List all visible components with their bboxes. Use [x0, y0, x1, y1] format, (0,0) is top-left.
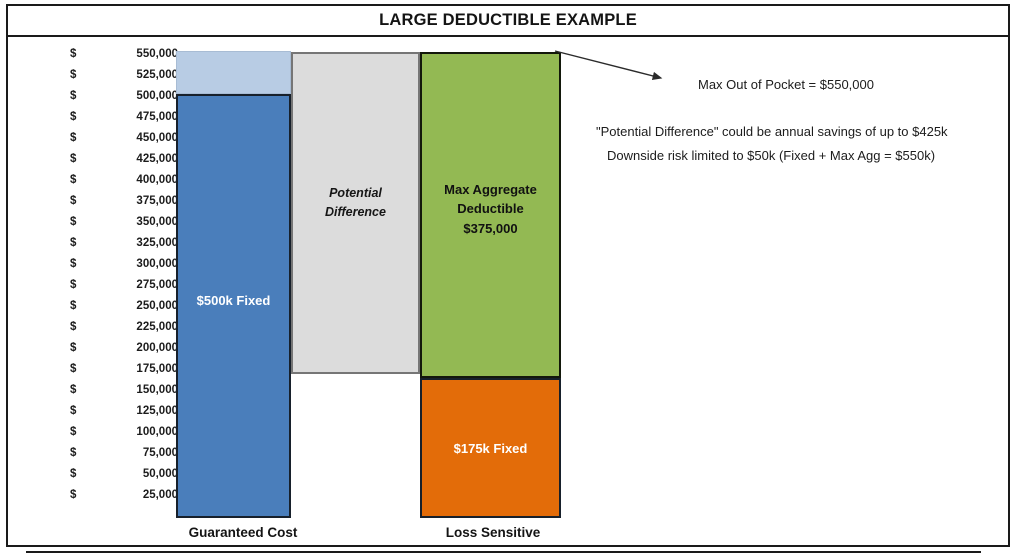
y-tick: $75,000 [62, 443, 178, 464]
y-tick-label: 100,000 [136, 426, 178, 438]
y-tick: $425,000 [62, 149, 178, 170]
y-tick: $50,000 [62, 464, 178, 485]
bar-segment-potential-difference: Potential Difference [291, 52, 420, 374]
bar-label-ls-fixed: $175k Fixed [453, 440, 528, 456]
currency-symbol: $ [70, 363, 77, 375]
plot-area: $550,000 $525,000 $500,000 $475,000 $450… [8, 39, 1008, 553]
y-tick-label: 350,000 [136, 216, 178, 228]
category-label-loss-sensitive: Loss Sensitive [445, 525, 541, 540]
max-aggregate-line1: Max Aggregate [444, 181, 537, 197]
y-tick-label: 50,000 [142, 468, 178, 480]
currency-symbol: $ [70, 468, 77, 480]
currency-symbol: $ [70, 237, 77, 249]
y-tick-label: 400,000 [136, 174, 178, 186]
y-tick: $150,000 [62, 380, 178, 401]
y-tick-label: 325,000 [136, 237, 178, 249]
y-tick-label: 175,000 [136, 363, 178, 375]
bar-segment-gc-headroom [176, 51, 291, 94]
page-title: LARGE DEDUCTIBLE EXAMPLE [379, 11, 637, 29]
bar-label-potential-difference: Potential Difference [325, 184, 386, 223]
y-tick-label: 375,000 [136, 195, 178, 207]
currency-symbol: $ [70, 216, 77, 228]
currency-symbol: $ [70, 426, 77, 438]
bar-label-max-aggregate: Max Aggregate Deductible $375,000 [444, 180, 537, 239]
y-tick-label: 425,000 [136, 153, 178, 165]
y-tick: $125,000 [62, 401, 178, 422]
y-tick-label: 125,000 [136, 405, 178, 417]
y-tick: $475,000 [62, 107, 178, 128]
max-aggregate-line2: Deductible [457, 201, 524, 217]
bar-segment-ls-fixed: $175k Fixed [420, 378, 561, 518]
y-tick-label: 525,000 [136, 69, 178, 81]
currency-symbol: $ [70, 153, 77, 165]
annotation-potential-savings: "Potential Difference" could be annual s… [596, 124, 948, 139]
callout-arrow-icon [554, 50, 663, 80]
y-tick: $100,000 [62, 422, 178, 443]
y-tick: $400,000 [62, 170, 178, 191]
y-tick-label: 475,000 [136, 111, 178, 123]
y-tick: $525,000 [62, 65, 178, 86]
y-axis-ticks: $550,000 $525,000 $500,000 $475,000 $450… [62, 44, 178, 506]
currency-symbol: $ [70, 195, 77, 207]
y-tick: $175,000 [62, 359, 178, 380]
y-tick: $300,000 [62, 254, 178, 275]
y-tick: $375,000 [62, 191, 178, 212]
y-tick-label: 500,000 [136, 90, 178, 102]
y-tick: $225,000 [62, 317, 178, 338]
y-tick-label: 200,000 [136, 342, 178, 354]
currency-symbol: $ [70, 300, 77, 312]
currency-symbol: $ [70, 111, 77, 123]
y-tick: $325,000 [62, 233, 178, 254]
y-tick-label: 450,000 [136, 132, 178, 144]
potential-difference-line2: Difference [325, 205, 386, 219]
y-tick: $200,000 [62, 338, 178, 359]
y-tick-label: 225,000 [136, 321, 178, 333]
currency-symbol: $ [70, 405, 77, 417]
currency-symbol: $ [70, 90, 77, 102]
max-aggregate-line3: $375,000 [463, 220, 518, 236]
currency-symbol: $ [70, 48, 77, 60]
y-tick-label: 275,000 [136, 279, 178, 291]
category-label-guaranteed-cost: Guaranteed Cost [188, 525, 298, 540]
currency-symbol: $ [70, 447, 77, 459]
y-tick: $450,000 [62, 128, 178, 149]
y-tick-label: 75,000 [142, 447, 178, 459]
bar-segment-gc-fixed: $500k Fixed [176, 94, 291, 518]
axis-baseline [26, 551, 981, 553]
bar-label-gc-fixed: $500k Fixed [196, 292, 271, 308]
annotation-downside-risk: Downside risk limited to $50k (Fixed + M… [607, 148, 936, 163]
y-tick-label: 300,000 [136, 258, 178, 270]
currency-symbol: $ [70, 279, 77, 291]
y-tick: $350,000 [62, 212, 178, 233]
currency-symbol: $ [70, 342, 77, 354]
y-tick-label: 250,000 [136, 300, 178, 312]
y-tick-label: 150,000 [136, 384, 178, 396]
bar-segment-max-aggregate-deductible: Max Aggregate Deductible $375,000 [420, 52, 561, 378]
currency-symbol: $ [70, 384, 77, 396]
currency-symbol: $ [70, 489, 77, 501]
annotation-max-out-of-pocket: Max Out of Pocket = $550,000 [698, 77, 874, 92]
y-tick: $500,000 [62, 86, 178, 107]
currency-symbol: $ [70, 258, 77, 270]
y-tick: $250,000 [62, 296, 178, 317]
y-tick-label: 550,000 [136, 48, 178, 60]
currency-symbol: $ [70, 69, 77, 81]
currency-symbol: $ [70, 321, 77, 333]
currency-symbol: $ [70, 174, 77, 186]
y-tick: $25,000 [62, 485, 178, 506]
chart-title-band: LARGE DEDUCTIBLE EXAMPLE [8, 6, 1008, 37]
y-tick-label: 25,000 [142, 489, 178, 501]
y-tick: $275,000 [62, 275, 178, 296]
potential-difference-line1: Potential [329, 185, 382, 200]
currency-symbol: $ [70, 132, 77, 144]
y-tick: $550,000 [62, 44, 178, 65]
chart-figure: LARGE DEDUCTIBLE EXAMPLE $550,000 $525,0… [6, 4, 1010, 553]
